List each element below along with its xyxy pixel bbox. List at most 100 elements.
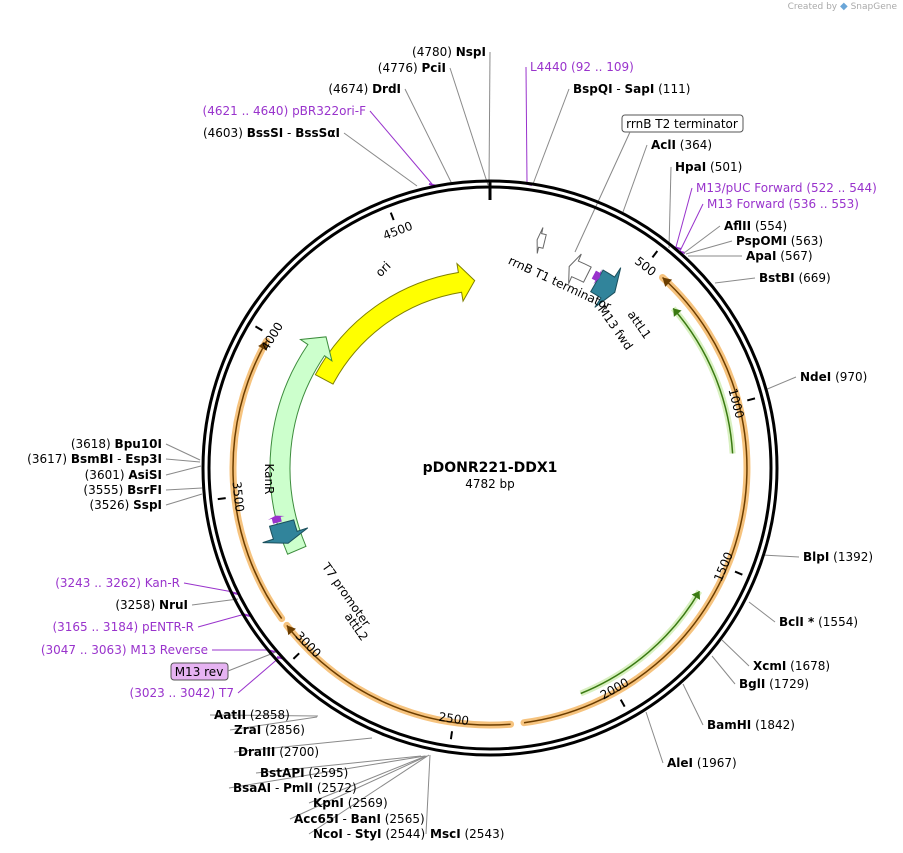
site-label[interactable]: BamHI (1842) [707, 718, 795, 732]
site-label[interactable]: BclI * (1554) [779, 615, 858, 629]
site-label[interactable]: M13 Forward (536 .. 553) [707, 197, 859, 211]
site-label[interactable]: Acc65I - BanI (2565) [294, 812, 425, 826]
site-label[interactable]: NcoI - StyI (2544) [313, 827, 425, 841]
site-label[interactable]: (4674) DrdI [328, 82, 401, 96]
site-label[interactable]: (4780) NspI [412, 45, 486, 59]
site-name: PciI [422, 61, 447, 75]
credit-created-by: Created by [787, 2, 838, 12]
feature-label-m13-rev: M13 rev [175, 665, 224, 679]
site-name: AflII [724, 219, 751, 233]
green-arc-1-arrowhead-icon [673, 308, 682, 317]
ori-feature[interactable] [314, 262, 476, 385]
site-label[interactable]: AleI (1967) [667, 756, 737, 770]
site-label[interactable]: MscI (2543) [430, 827, 504, 841]
site-leader-line [645, 711, 664, 764]
rrnb-t1-feature[interactable] [568, 253, 592, 284]
feature-label-m13-fwd: M13 fwd [595, 303, 636, 353]
m13-fwd-feature[interactable] [591, 269, 602, 285]
site-label[interactable]: XcmI (1678) [753, 659, 830, 673]
site-label[interactable]: BglI (1729) [739, 677, 809, 691]
site-label[interactable]: (4603) BssSI - BssSαI [203, 126, 340, 140]
snapgene-credit: Created by ◆ SnapGene [788, 1, 897, 12]
kanr-feature[interactable] [269, 336, 333, 555]
site-label[interactable]: (4621 .. 4640) pBR322ori-F [203, 104, 367, 118]
site-label[interactable]: (3618) Bpu10I [71, 437, 162, 451]
site-label[interactable]: (3601) AsiSI [85, 468, 162, 482]
site-pos: (501) [706, 160, 742, 174]
site-label[interactable]: (3243 .. 3262) Kan-R [55, 576, 180, 590]
site-leader-line [449, 67, 489, 186]
site-label[interactable]: (3047 .. 3063) M13 Reverse [41, 643, 208, 657]
site-label[interactable]: (3617) BsmBI - Esp3I [27, 452, 162, 466]
site-leader-line [525, 66, 528, 184]
green-arc-1[interactable] [672, 307, 734, 454]
credit-app: SnapGene [850, 2, 897, 12]
green-arc-2[interactable] [580, 590, 701, 695]
rrnb-t2-label-box: rrnB T2 terminator [574, 114, 744, 253]
site-label[interactable]: (3023 .. 3042) T7 [130, 686, 234, 700]
site-pos: (2595) [305, 766, 349, 780]
site-label[interactable]: PspOMI (563) [736, 234, 823, 248]
site-name: BglI [739, 677, 765, 691]
site-label[interactable]: AclI (364) [651, 138, 712, 152]
t7-promoter-feature[interactable] [267, 515, 285, 524]
site-name: DraIII [238, 745, 275, 759]
site-leader-line [308, 755, 427, 804]
site-pos: (4603) [203, 126, 247, 140]
orf-left[interactable] [232, 340, 283, 620]
site-name: DrdI [372, 82, 401, 96]
feature-label-kanr: KanR [262, 464, 276, 495]
site-leader-line [404, 88, 453, 185]
site-name: NspI [456, 45, 486, 59]
site-label[interactable]: BlpI (1392) [803, 550, 873, 564]
site-pos: (3243 .. 3262) [55, 576, 145, 590]
site-leader-line [191, 598, 239, 606]
site-label[interactable]: NdeI (970) [800, 370, 867, 384]
site-leader-line [685, 240, 733, 255]
site-label[interactable]: BstBI (669) [759, 271, 831, 285]
site-leader-line [748, 601, 776, 623]
site-leader-line [197, 613, 246, 628]
site-name2: SapI [625, 82, 655, 96]
site-leader-line [228, 755, 426, 789]
site-name: BsrFI [127, 483, 162, 497]
site-name2: StyI [355, 827, 382, 841]
site-leader-line [668, 166, 672, 249]
site-label[interactable]: BspQI - SapI (111) [573, 82, 690, 96]
site-label[interactable]: (3165 .. 3184) pENTR-R [52, 620, 194, 634]
site-label[interactable]: BstAPI (2595) [260, 766, 348, 780]
site-label[interactable]: (3258) NruI [115, 598, 188, 612]
site-label[interactable]: ApaI (567) [746, 249, 813, 263]
site-name: NcoI [313, 827, 343, 841]
site-name: pENTR-R [142, 620, 194, 634]
site-label[interactable]: (3555) BsrFI [83, 483, 162, 497]
feature-label-rrnb-t2: rrnB T2 terminator [626, 117, 738, 131]
rrnb-t2-feature[interactable] [536, 227, 547, 254]
site-pos: (4621 .. 4640) [203, 104, 293, 118]
site-name: pBR322ori-F [292, 104, 366, 118]
attl1-feature[interactable] [590, 267, 622, 308]
site-label[interactable]: AatII (2858) [214, 708, 290, 722]
site-name: BspQI [573, 82, 613, 96]
site-label[interactable]: L4440 (92 .. 109) [530, 60, 634, 74]
site-label[interactable]: KpnI (2569) [313, 796, 388, 810]
site-label[interactable]: BsaAI - PmlI (2572) [233, 781, 357, 795]
site-pos: (1842) [751, 718, 795, 732]
site-name: M13/pUC Forward [696, 181, 803, 195]
orf-right[interactable] [523, 276, 748, 724]
site-label[interactable]: (4776) PciI [378, 61, 446, 75]
site-label[interactable]: (3526) SspI [89, 498, 162, 512]
plasmid-name: pDONR221-DDX1 [423, 460, 558, 476]
site-label[interactable]: ZraI (2856) [234, 723, 305, 737]
site-pos: (1392) [829, 550, 873, 564]
site-label[interactable]: DraIII (2700) [238, 745, 319, 759]
tick-label: 1500 [711, 550, 736, 584]
site-leader-line [343, 132, 418, 187]
site-label[interactable]: M13/pUC Forward (522 .. 544) [696, 181, 877, 195]
site-label[interactable]: AflII (554) [724, 219, 787, 233]
tick-label: 2500 [438, 710, 470, 728]
site-label[interactable]: HpaI (501) [675, 160, 742, 174]
attl2-feature[interactable] [262, 519, 309, 544]
orf-bottom[interactable] [286, 624, 511, 726]
